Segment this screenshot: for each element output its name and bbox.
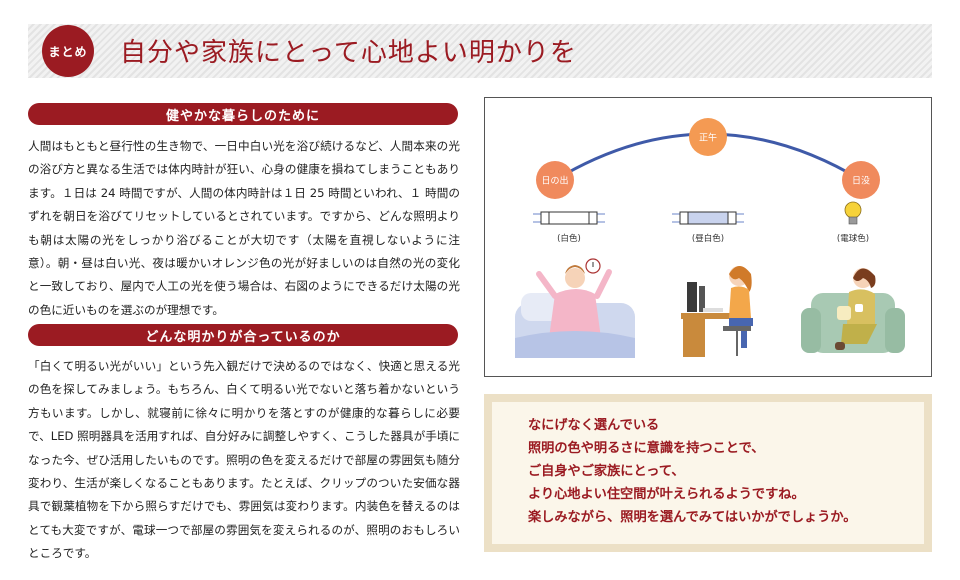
- sun-sunset: 日没: [842, 161, 880, 199]
- summary-box: なにげなく選んでいる 照明の色や明るさに意識を持つことで、 ご自身やご家族にとっ…: [484, 394, 932, 552]
- summary-line-4: より心地よい住空間が叶えられるようですね。: [528, 487, 805, 502]
- sun-noon: 正午: [689, 118, 727, 156]
- header-band: まとめ 自分や家族にとって心地よい明かりを: [28, 24, 932, 78]
- light-bulb-icon: [844, 201, 862, 225]
- summary-line-3: ご自身やご家族にとって、: [528, 464, 685, 479]
- page-title: 自分や家族にとって心地よい明かりを: [120, 38, 577, 68]
- section-heading-healthy-living: 健やかな暮らしのために: [28, 103, 458, 125]
- evening-relaxing-woman-illustration: [801, 268, 905, 353]
- summary-inner: なにげなく選んでいる 照明の色や明るさに意識を持つことで、 ご自身やご家族にとっ…: [492, 402, 924, 544]
- sun-sunset-label: 日没: [852, 176, 870, 187]
- sun-sunrise-circle: [536, 161, 574, 199]
- lamp-daywhite-label: (昼白色): [692, 233, 724, 244]
- lamp-white-tube-icon: [533, 211, 605, 225]
- light-color-figure: 日の出 正午 日没 (白色) (昼白色): [484, 97, 932, 377]
- sun-noon-label: 正午: [699, 132, 717, 144]
- lamp-white-label: (白色): [557, 233, 581, 244]
- summary-line-2: 照明の色や明るさに意識を持つことで、: [528, 441, 765, 456]
- sun-noon-circle: [689, 118, 727, 156]
- sun-and-lamp-illustration: 日の出 正午 日没 (白色) (昼白色): [515, 118, 905, 358]
- office-desk-woman-illustration: [681, 266, 753, 357]
- summary-badge: まとめ: [42, 25, 94, 77]
- lamp-daywhite-tube-icon: [672, 211, 744, 225]
- sun-sunrise: 日の出: [536, 161, 574, 199]
- summary-line-1: なにげなく選んでいる: [528, 418, 660, 433]
- section-heading-which-light: どんな明かりが合っているのか: [28, 324, 458, 346]
- section-body-healthy-living: 人間はもともと昼行性の生き物で、一日中白い光を浴び続けるなど、人間本来の光の浴び…: [28, 139, 460, 317]
- section-body-which-light: 「白くて明るい光がいい」という先入観だけで決めるのではなく、快適と思える光の色を…: [28, 359, 460, 561]
- lamp-bulb-label: (電球色): [837, 233, 869, 244]
- morning-waking-woman-illustration: [515, 258, 635, 358]
- sun-sunset-circle: [842, 161, 880, 199]
- summary-line-5: 楽しみながら、照明を選んでみてはいかがでしょうか。: [528, 510, 857, 525]
- sun-sunrise-label: 日の出: [541, 175, 568, 187]
